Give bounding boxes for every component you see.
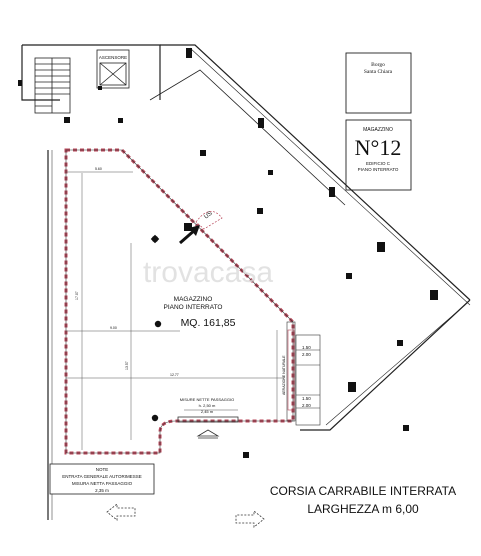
- corridor-width: LARGHEZZA m 6,00: [307, 502, 419, 516]
- height-value-2: 2.00: [302, 352, 311, 357]
- note-line-entrance: ENTRATA GENERALE AUTORIMESSE: [62, 474, 142, 479]
- svg-text:17.07: 17.07: [75, 291, 79, 300]
- passage-title: MISURE NETTE PASSAGGIO: [180, 397, 234, 402]
- structural-columns: [18, 48, 438, 458]
- title-block: [345, 52, 412, 191]
- unit-number: N°12: [355, 135, 402, 160]
- room-floor: PIANO INTERRATO: [164, 304, 223, 311]
- elevator-label: ASCENSORE: [99, 55, 127, 60]
- watermark: trovacasa: [143, 256, 273, 289]
- note-box: [49, 463, 155, 495]
- corridor-title: CORSIA CARRABILE INTERRATA: [270, 484, 456, 498]
- place-name-line1: Borgo: [371, 62, 385, 68]
- building-walls: [21, 44, 471, 520]
- note-line-measure: MISURA NETTA PASSAGGIO: [72, 481, 133, 486]
- svg-text:5.60: 5.60: [95, 167, 102, 171]
- passage-width: 2,45 m: [201, 409, 214, 414]
- note-line-width: 2,35 m: [95, 488, 109, 493]
- building-name: EDIFICIO C: [366, 161, 391, 166]
- room-area: MQ. 161,85: [181, 317, 236, 329]
- door-swing: [195, 211, 223, 230]
- svg-text:9.00: 9.00: [110, 326, 117, 330]
- passage-gate: [177, 416, 239, 439]
- height-value-3: 1.50: [302, 396, 311, 401]
- passage-height: h. 2,50 m: [199, 403, 216, 408]
- side-label: AERAZIONE NATURALE: [282, 355, 286, 395]
- direction-arrow-left-icon: [106, 503, 136, 521]
- elevator: [96, 49, 130, 89]
- svg-text:12.77: 12.77: [170, 373, 179, 377]
- point-markers: [151, 235, 162, 422]
- room-name: MAGAZZINO: [174, 296, 213, 303]
- height-value-1: 1.50: [302, 345, 311, 350]
- note-title: NOTE: [96, 467, 109, 472]
- building-floor: PIANO INTERRATO: [358, 167, 399, 172]
- dimension-values: 5.60 9.00 12.77 17.07 13.57: [75, 167, 179, 377]
- ventilation-strip: [286, 321, 321, 426]
- dimension-lines: [66, 171, 284, 450]
- height-value-4: 2.00: [302, 403, 311, 408]
- entrance-arrow-icon: [179, 225, 200, 245]
- door-tag: US: [203, 211, 213, 221]
- unit-outline: [64, 148, 295, 455]
- svg-text:13.57: 13.57: [125, 361, 129, 370]
- place-name-line2: Santa Chiara: [364, 69, 393, 75]
- direction-arrow-right-icon: [235, 510, 265, 528]
- unit-label: MAGAZZINO: [363, 127, 393, 133]
- stairwell: [34, 57, 71, 114]
